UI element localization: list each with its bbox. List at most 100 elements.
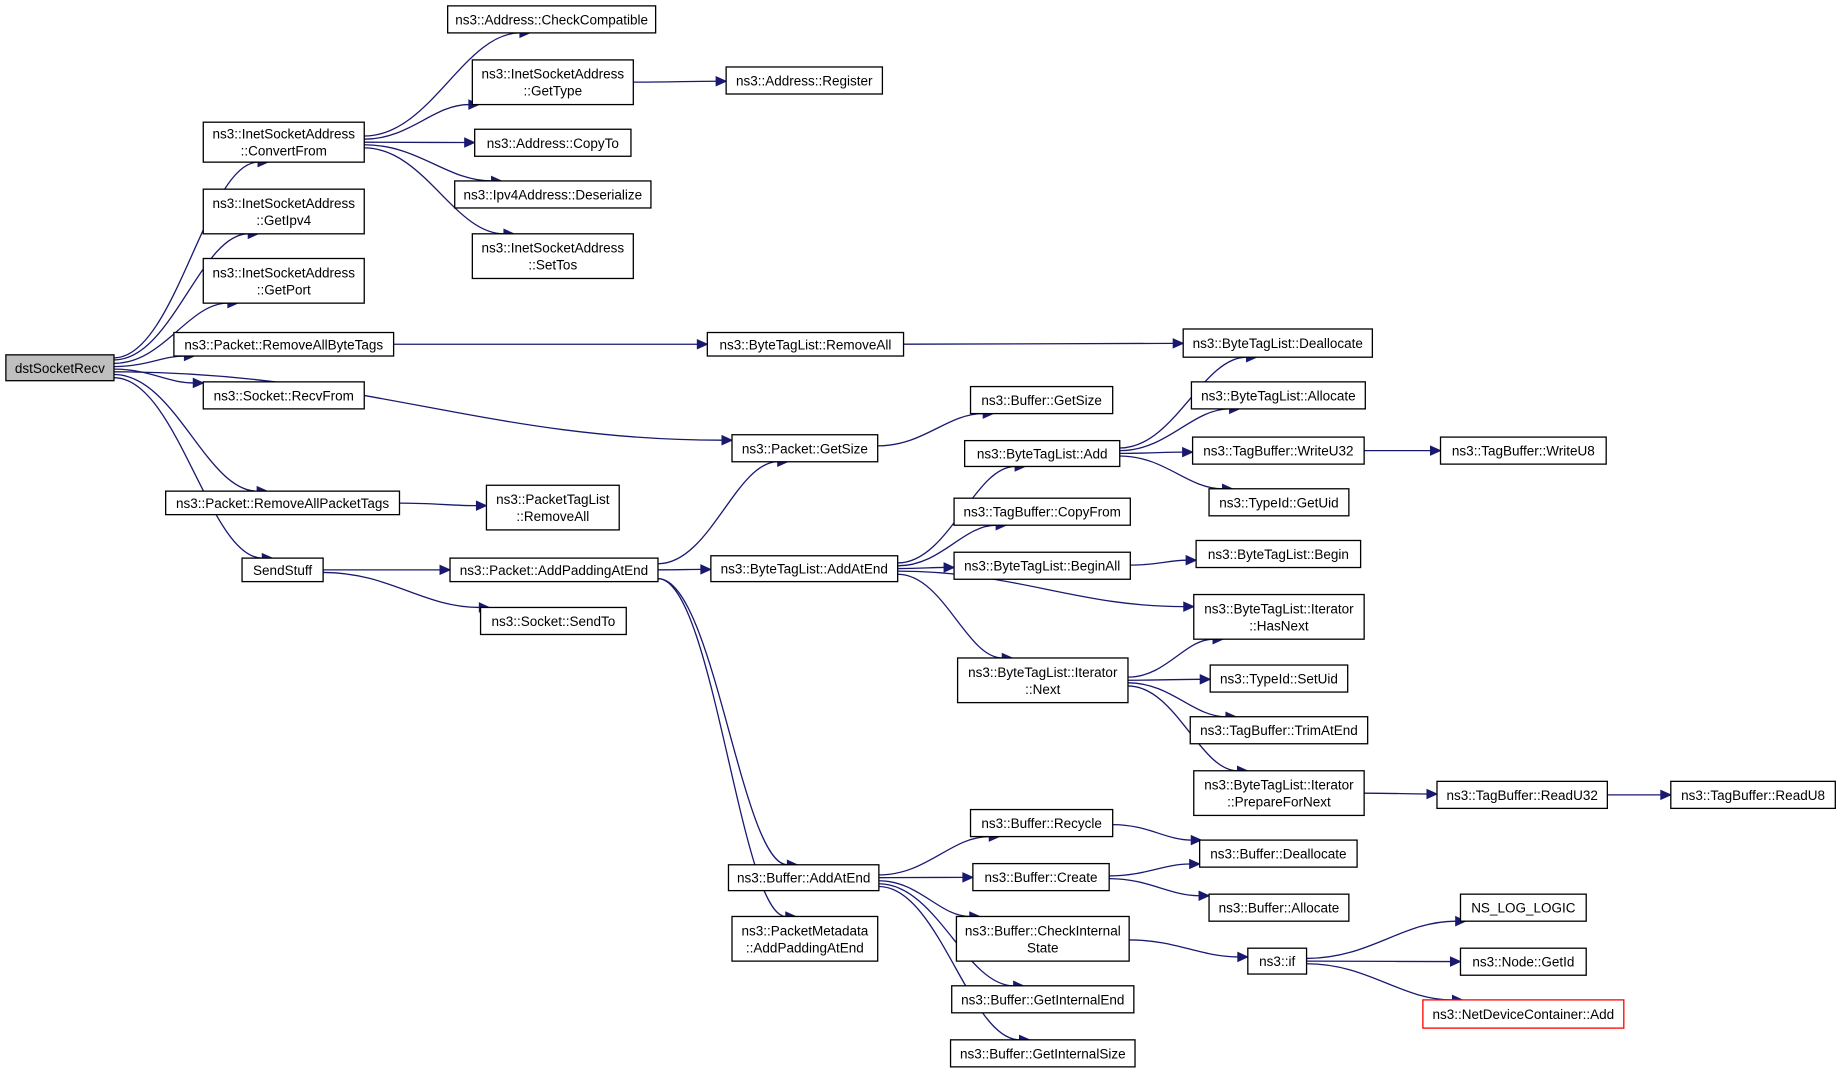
node-box-nsLogLogic[interactable] — [1459, 893, 1587, 922]
node-tbWriteU8[interactable]: ns3::TagBuffer::WriteU8 — [1439, 436, 1607, 465]
node-box-getPort[interactable] — [202, 257, 365, 304]
node-btlBeginAll[interactable]: ns3::ByteTagList::BeginAll — [953, 551, 1131, 580]
node-addrRegister[interactable]: ns3::Address::Register — [725, 66, 884, 95]
node-addPaddingAtEnd[interactable]: ns3::Packet::AddPaddingAtEnd — [449, 557, 659, 583]
node-box-tbReadU8[interactable] — [1670, 780, 1836, 810]
node-nsLogLogic[interactable]: NS_LOG_LOGIC — [1459, 893, 1587, 922]
node-dst[interactable]: dstSocketRecv — [5, 354, 115, 382]
node-tbCopyFrom[interactable]: ns3::TagBuffer::CopyFrom — [953, 497, 1131, 526]
node-box-iterPrepare[interactable] — [1193, 770, 1365, 817]
node-box-sendTo[interactable] — [479, 606, 627, 636]
node-box-bufDeallocate[interactable] — [1198, 839, 1358, 868]
node-bufGetInternalSize[interactable]: ns3::Buffer::GetInternalSize — [949, 1039, 1136, 1068]
node-btlAllocate[interactable]: ns3::ByteTagList::Allocate — [1190, 381, 1366, 410]
node-box-bufAddAtEnd[interactable] — [727, 864, 880, 892]
node-iterPrepare[interactable]: ns3::ByteTagList::Iterator::PrepareForNe… — [1193, 770, 1365, 817]
node-getPort[interactable]: ns3::InetSocketAddress::GetPort — [202, 257, 365, 304]
node-btlDeallocate[interactable]: ns3::ByteTagList::Deallocate — [1182, 328, 1374, 358]
node-box-btlAllocate[interactable] — [1190, 381, 1366, 410]
node-box-getType[interactable] — [471, 59, 634, 106]
node-box-dst[interactable] — [5, 354, 115, 382]
node-bufGetInternalEnd[interactable]: ns3::Buffer::GetInternalEnd — [951, 985, 1135, 1014]
node-box-checkCompatible[interactable] — [447, 5, 657, 34]
node-box-recvFrom[interactable] — [202, 381, 365, 410]
node-box-iterNext[interactable] — [956, 657, 1129, 704]
node-box-btlBeginAll[interactable] — [953, 551, 1131, 580]
node-nodeGetId[interactable]: ns3::Node::GetId — [1459, 947, 1587, 976]
node-box-bufGetSize[interactable] — [969, 385, 1114, 415]
node-box-tbTrimAtEnd[interactable] — [1189, 716, 1369, 745]
node-box-addrRegister[interactable] — [725, 66, 884, 95]
node-box-btlRemoveAll[interactable] — [706, 331, 905, 357]
node-box-bufGetInternalEnd[interactable] — [951, 985, 1135, 1014]
node-box-ndcAdd[interactable] — [1422, 999, 1625, 1029]
node-pktGetSize[interactable]: ns3::Packet::GetSize — [731, 434, 879, 463]
node-deserialize[interactable]: ns3::Ipv4Address::Deserialize — [454, 180, 652, 209]
node-box-deserialize[interactable] — [454, 180, 652, 209]
node-box-btlDeallocate[interactable] — [1182, 328, 1374, 358]
node-box-getIpv4[interactable] — [202, 188, 365, 235]
node-sendTo[interactable]: ns3::Socket::SendTo — [479, 606, 627, 636]
node-box-pktGetSize[interactable] — [731, 434, 879, 463]
node-box-setTos[interactable] — [471, 233, 634, 280]
node-box-tbWriteU32[interactable] — [1191, 436, 1365, 465]
node-box-btlAddAtEnd[interactable] — [710, 555, 899, 583]
node-typeSetUid[interactable]: ns3::TypeId::SetUid — [1209, 664, 1349, 693]
node-box-typeSetUid[interactable] — [1209, 664, 1349, 693]
node-bufAddAtEnd[interactable]: ns3::Buffer::AddAtEnd — [727, 864, 880, 892]
node-tbWriteU32[interactable]: ns3::TagBuffer::WriteU32 — [1191, 436, 1365, 465]
node-copyTo[interactable]: ns3::Address::CopyTo — [474, 128, 632, 157]
node-convertFrom[interactable]: ns3::InetSocketAddress::ConvertFrom — [202, 121, 365, 163]
node-bufAllocate[interactable]: ns3::Buffer::Allocate — [1208, 893, 1350, 922]
node-box-nsIf[interactable] — [1247, 947, 1308, 975]
node-box-ptlRemoveAll[interactable] — [485, 484, 620, 531]
node-getIpv4[interactable]: ns3::InetSocketAddress::GetIpv4 — [202, 188, 365, 235]
node-pmAddPadding[interactable]: ns3::PacketMetadata::AddPaddingAtEnd — [731, 915, 879, 962]
node-checkCompatible[interactable]: ns3::Address::CheckCompatible — [447, 5, 657, 34]
node-bufCreate[interactable]: ns3::Buffer::Create — [972, 862, 1110, 892]
node-box-btlBegin[interactable] — [1195, 539, 1362, 569]
node-removeAllByteTags[interactable]: ns3::Packet::RemoveAllByteTags — [173, 331, 395, 357]
node-btlAddAtEnd[interactable]: ns3::ByteTagList::AddAtEnd — [710, 555, 899, 583]
node-tbTrimAtEnd[interactable]: ns3::TagBuffer::TrimAtEnd — [1189, 716, 1369, 745]
node-box-pmAddPadding[interactable] — [731, 915, 879, 962]
node-box-tbReadU32[interactable] — [1436, 780, 1609, 810]
node-box-removeAllPacketTags[interactable] — [165, 490, 401, 516]
node-ptlRemoveAll[interactable]: ns3::PacketTagList::RemoveAll — [485, 484, 620, 531]
node-bufDeallocate[interactable]: ns3::Buffer::Deallocate — [1198, 839, 1358, 868]
node-box-bufRecycle[interactable] — [969, 808, 1114, 838]
node-removeAllPacketTags[interactable]: ns3::Packet::RemoveAllPacketTags — [165, 490, 401, 516]
node-bufGetSize[interactable]: ns3::Buffer::GetSize — [969, 385, 1114, 415]
node-box-sendStuff[interactable] — [241, 557, 324, 583]
node-ndcAdd[interactable]: ns3::NetDeviceContainer::Add — [1422, 999, 1625, 1029]
node-box-bufCheckState[interactable] — [955, 915, 1130, 962]
node-box-copyTo[interactable] — [474, 128, 632, 157]
node-box-bufGetInternalSize[interactable] — [949, 1039, 1136, 1068]
node-box-nodeGetId[interactable] — [1459, 947, 1587, 976]
node-box-addPaddingAtEnd[interactable] — [449, 557, 659, 583]
node-bufRecycle[interactable]: ns3::Buffer::Recycle — [969, 808, 1114, 838]
node-sendStuff[interactable]: SendStuff — [241, 557, 324, 583]
node-box-tbWriteU8[interactable] — [1439, 436, 1607, 465]
node-setTos[interactable]: ns3::InetSocketAddress::SetTos — [471, 233, 634, 280]
node-getType[interactable]: ns3::InetSocketAddress::GetType — [471, 59, 634, 106]
node-typeGetUid[interactable]: ns3::TypeId::GetUid — [1208, 488, 1350, 517]
node-iterNext[interactable]: ns3::ByteTagList::Iterator::Next — [956, 657, 1129, 704]
node-box-bufCreate[interactable] — [972, 862, 1110, 892]
node-iterHasNext[interactable]: ns3::ByteTagList::Iterator::HasNext — [1193, 593, 1365, 640]
node-recvFrom[interactable]: ns3::Socket::RecvFrom — [202, 381, 365, 410]
node-box-iterHasNext[interactable] — [1193, 593, 1365, 640]
node-box-typeGetUid[interactable] — [1208, 488, 1350, 517]
node-box-removeAllByteTags[interactable] — [173, 331, 395, 357]
node-btlRemoveAll[interactable]: ns3::ByteTagList::RemoveAll — [706, 331, 905, 357]
node-box-convertFrom[interactable] — [202, 121, 365, 163]
node-tbReadU32[interactable]: ns3::TagBuffer::ReadU32 — [1436, 780, 1609, 810]
node-box-btlAdd[interactable] — [963, 439, 1121, 468]
node-box-tbCopyFrom[interactable] — [953, 497, 1131, 526]
node-box-bufAllocate[interactable] — [1208, 893, 1350, 922]
node-tbReadU8[interactable]: ns3::TagBuffer::ReadU8 — [1670, 780, 1836, 810]
node-btlAdd[interactable]: ns3::ByteTagList::Add — [963, 439, 1121, 468]
node-btlBegin[interactable]: ns3::ByteTagList::Begin — [1195, 539, 1362, 569]
node-nsIf[interactable]: ns3::if — [1247, 947, 1308, 975]
